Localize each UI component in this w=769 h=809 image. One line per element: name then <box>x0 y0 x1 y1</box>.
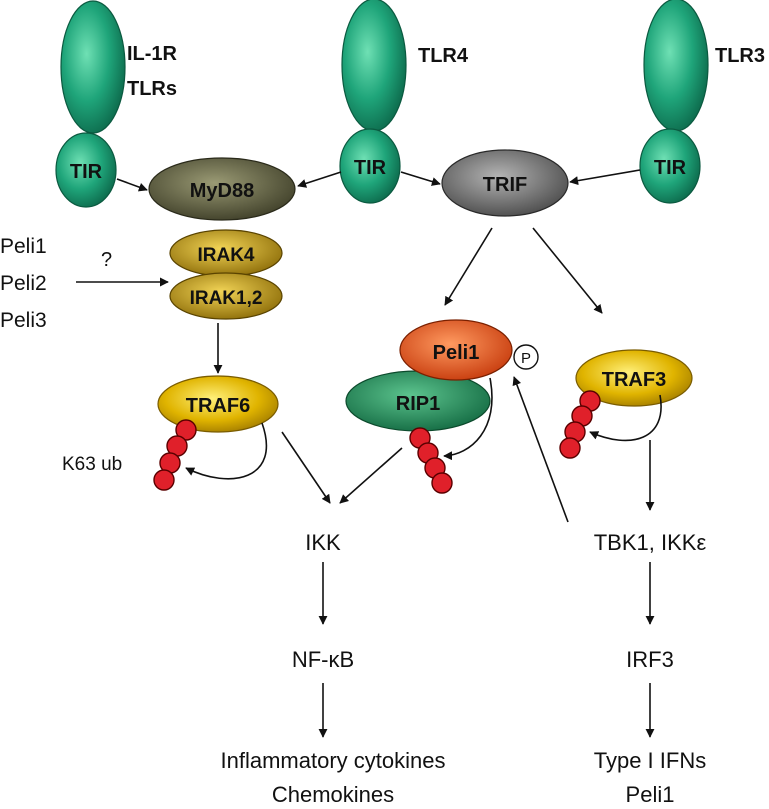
arrows <box>76 169 662 738</box>
traf3-node <box>575 349 693 407</box>
k63-ubiquitin-chain-traf6 <box>153 419 197 491</box>
rip1-label: RIP1 <box>396 393 440 415</box>
tir-label-il1r: TIR <box>70 161 103 183</box>
tir-domain-il1r <box>55 132 117 208</box>
tir-label-tlr3: TIR <box>654 157 687 179</box>
tlrs-label: TLRs <box>127 78 177 100</box>
peli1-node <box>399 319 513 381</box>
chemokines-label: Chemokines <box>272 782 394 807</box>
tlr3-label: TLR3 <box>715 45 765 67</box>
il1r-receptor: TIR <box>55 0 126 208</box>
irak12-label: IRAK1,2 <box>190 288 263 309</box>
tbk1-ikke-label: TBK1, IKKε <box>594 530 707 555</box>
phospho-badge <box>513 344 539 370</box>
traf6-label: TRAF6 <box>186 395 250 417</box>
inflammatory-cytokines-label: Inflammatory cytokines <box>221 748 446 773</box>
peli1-label: Peli1 <box>433 342 480 364</box>
question-mark: ? <box>101 249 112 271</box>
tir-domain-tlr3 <box>639 128 701 204</box>
il1r-label: IL-1R <box>127 43 178 65</box>
type-i-ifns-label: Type I IFNs <box>594 748 706 773</box>
ubiquitin-chain-traf3 <box>559 390 601 459</box>
traf6-node <box>157 375 279 433</box>
peli-list-item-2: Peli2 <box>0 272 47 295</box>
ikk-label: IKK <box>305 530 341 555</box>
tlr4-receptor: TIR <box>339 0 407 204</box>
traf3-label: TRAF3 <box>602 369 666 391</box>
myd88-label: MyD88 <box>190 180 254 202</box>
tlr3-receptor: TIR <box>639 0 709 204</box>
peli1-output-label: Peli1 <box>626 782 675 807</box>
k63-ub-label: K63 ub <box>62 454 122 475</box>
peli-list-item-3: Peli3 <box>0 309 47 332</box>
irak4-label: IRAK4 <box>197 245 254 266</box>
trif-node <box>441 149 569 217</box>
phospho-label: P <box>521 350 531 367</box>
myd88-node <box>148 157 296 221</box>
irak12-node <box>169 272 283 320</box>
tlr4-label: TLR4 <box>418 45 469 67</box>
nfkb-label: NF-κB <box>292 647 354 672</box>
ubiquitin-chain-rip1 <box>409 427 453 494</box>
peli-list-item-1: Peli1 <box>0 235 47 258</box>
tir-domain-tlr4 <box>339 128 401 204</box>
tir-label-tlr4: TIR <box>354 157 387 179</box>
trif-label: TRIF <box>483 174 527 196</box>
irf3-label: IRF3 <box>626 647 674 672</box>
